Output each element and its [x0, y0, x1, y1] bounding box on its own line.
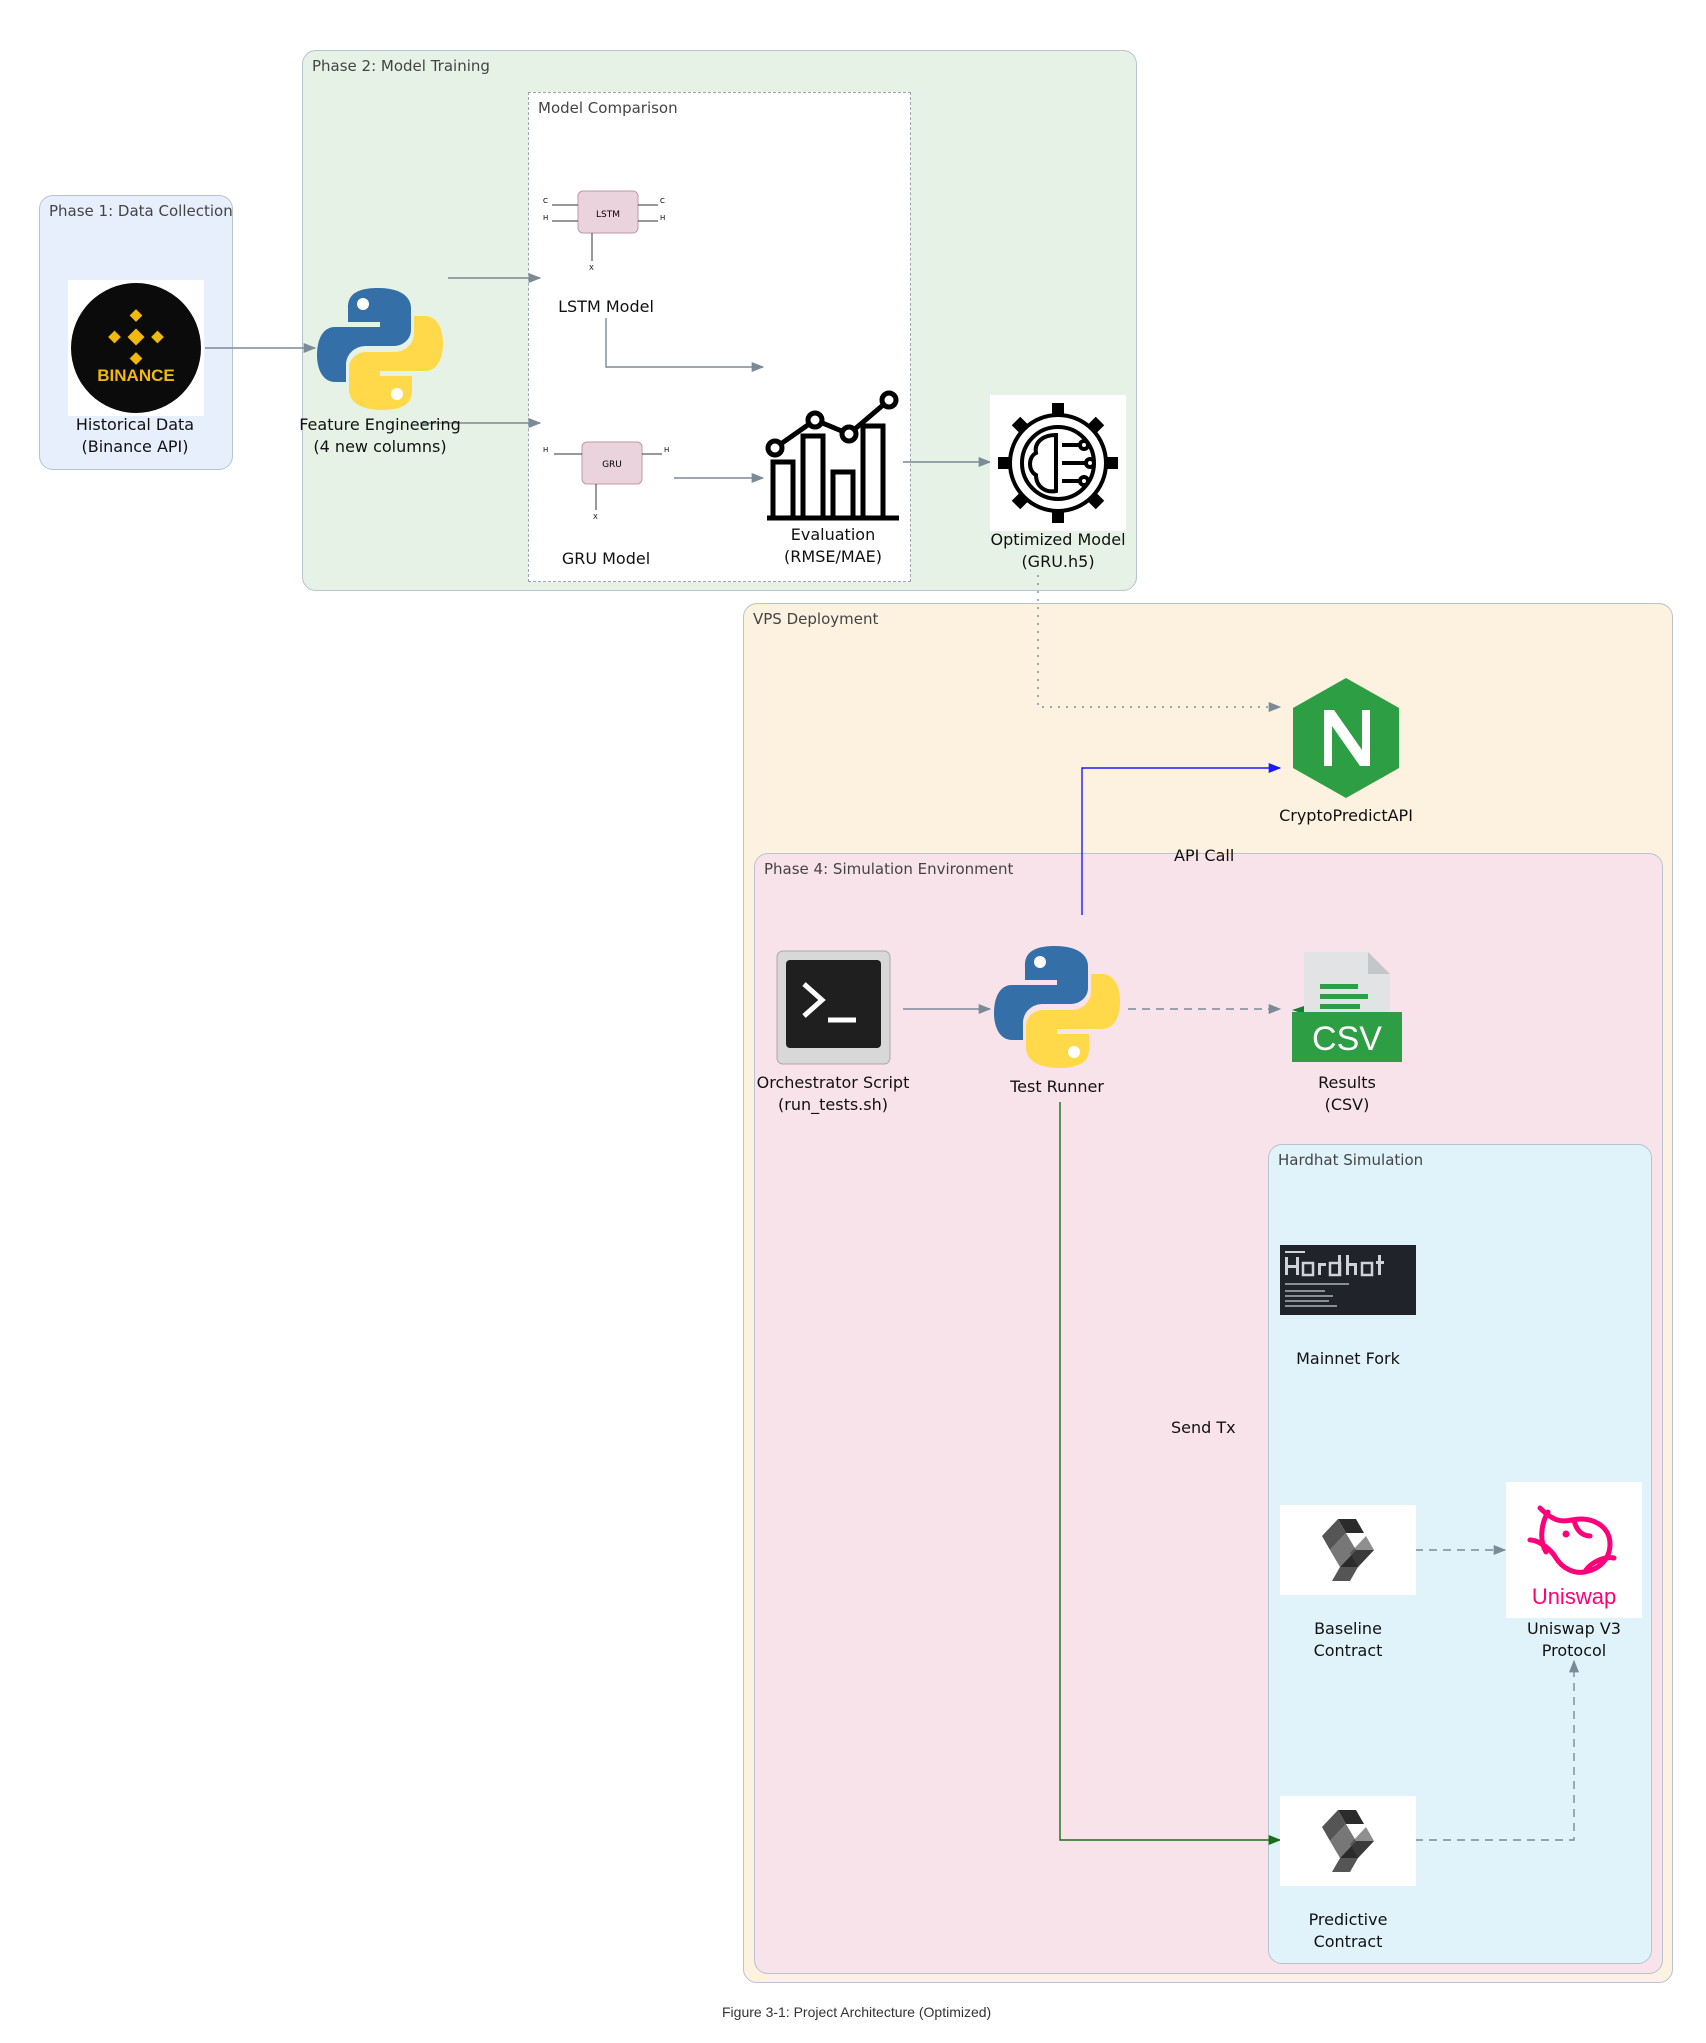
evaluation-label: Evaluation (RMSE/MAE)	[784, 525, 882, 566]
gru-cell-text: GRU	[602, 460, 622, 470]
phase2-label: Phase 2: Model Training	[312, 57, 490, 75]
edge-runner-predictive	[1059, 1102, 1282, 1846]
orchestrator-script-label: Orchestrator Script (run_tests.sh)	[756, 1073, 910, 1114]
mainnet-fork-label: Mainnet Fork	[1296, 1349, 1400, 1368]
svg-text:X: X	[593, 513, 598, 521]
svg-text:H: H	[660, 214, 665, 222]
vps-label: VPS Deployment	[753, 610, 879, 628]
svg-text:H: H	[543, 214, 548, 222]
gru-cell-icon: GRU H H X	[540, 432, 675, 522]
uniswap-logo-icon: Uniswap	[1506, 1482, 1642, 1618]
edge-runner-api	[1081, 762, 1282, 915]
svg-text:X: X	[589, 264, 594, 272]
historical-data-label: Historical Data (Binance API)	[75, 415, 195, 456]
edge-predictive-uniswap	[1415, 1659, 1580, 1841]
test-runner-label: Test Runner	[1010, 1077, 1104, 1096]
hardhat-label: Hardhat Simulation	[1278, 1151, 1424, 1169]
lstm-cell-text: LSTM	[596, 210, 620, 220]
api-call-label: API Call	[1174, 846, 1235, 865]
figure-caption: Figure 3-1: Project Architecture (Optimi…	[722, 2004, 992, 2020]
solidity-icon	[1280, 1796, 1416, 1886]
svg-text:C: C	[543, 197, 548, 205]
lstm-cell-icon: LSTM C H C H X	[540, 186, 675, 276]
svg-text:H: H	[664, 446, 669, 454]
edge-lstm-evaluation	[605, 318, 765, 373]
binance-wordmark: BINANCE	[97, 366, 174, 385]
hardhat-terminal-icon	[1280, 1245, 1416, 1315]
model-comparison-cluster: Model Comparison	[528, 92, 911, 582]
baseline-contract-label: Baseline Contract	[1313, 1619, 1383, 1660]
predictive-contract-label: Predictive Contract	[1308, 1910, 1388, 1951]
gru-model-label: GRU Model	[561, 549, 651, 568]
optimized-model-label: Optimized Model (GRU.h5)	[990, 530, 1126, 571]
python-icon	[315, 284, 445, 414]
chart-analytics-icon	[763, 386, 903, 526]
nginx-icon	[1290, 676, 1402, 800]
svg-text:C: C	[660, 197, 665, 205]
send-tx-label: Send Tx	[1171, 1418, 1236, 1437]
crypto-predict-api-label: CryptoPredictAPI	[1279, 806, 1413, 825]
results-label: Results (CSV)	[1318, 1073, 1376, 1114]
uniswap-wordmark: Uniswap	[1532, 1584, 1616, 1609]
edge-optimized-api	[1037, 575, 1282, 713]
csv-wordmark: CSV	[1312, 1020, 1382, 1058]
python-icon	[992, 942, 1122, 1072]
binance-logo-icon: BINANCE	[68, 280, 204, 416]
lstm-model-label: LSTM Model	[558, 297, 654, 316]
csv-file-icon: CSV	[1290, 950, 1404, 1066]
terminal-icon	[776, 950, 891, 1065]
svg-text:H: H	[543, 446, 548, 454]
feature-engineering-label: Feature Engineering (4 new columns)	[299, 415, 461, 456]
solidity-icon	[1280, 1505, 1416, 1595]
phase1-label: Phase 1: Data Collection	[49, 202, 233, 220]
ai-gear-brain-icon	[990, 395, 1126, 531]
uniswap-label: Uniswap V3 Protocol	[1527, 1619, 1621, 1660]
model-comparison-label: Model Comparison	[538, 99, 678, 117]
phase4-label: Phase 4: Simulation Environment	[764, 860, 1014, 878]
